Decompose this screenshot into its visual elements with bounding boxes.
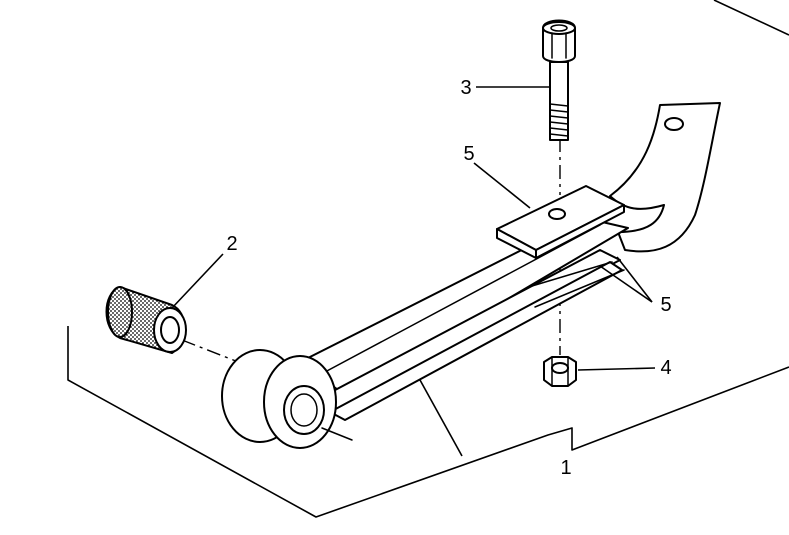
callout-5-side: 5 <box>660 294 671 316</box>
callout-3: 3 <box>460 77 471 99</box>
callout-4: 4 <box>660 357 671 379</box>
callout-5-top: 5 <box>463 143 474 165</box>
leader-lines <box>171 86 656 457</box>
callout-1: 1 <box>560 457 571 479</box>
rubber-bushing-icon <box>105 286 187 354</box>
callout-2: 2 <box>226 233 237 255</box>
leaf-spring-icon <box>221 102 721 449</box>
socket-head-bolt-icon <box>542 19 576 141</box>
spacer-plate-icon <box>496 185 625 259</box>
assembly-frame <box>67 0 789 518</box>
hex-nut-icon <box>543 356 577 387</box>
